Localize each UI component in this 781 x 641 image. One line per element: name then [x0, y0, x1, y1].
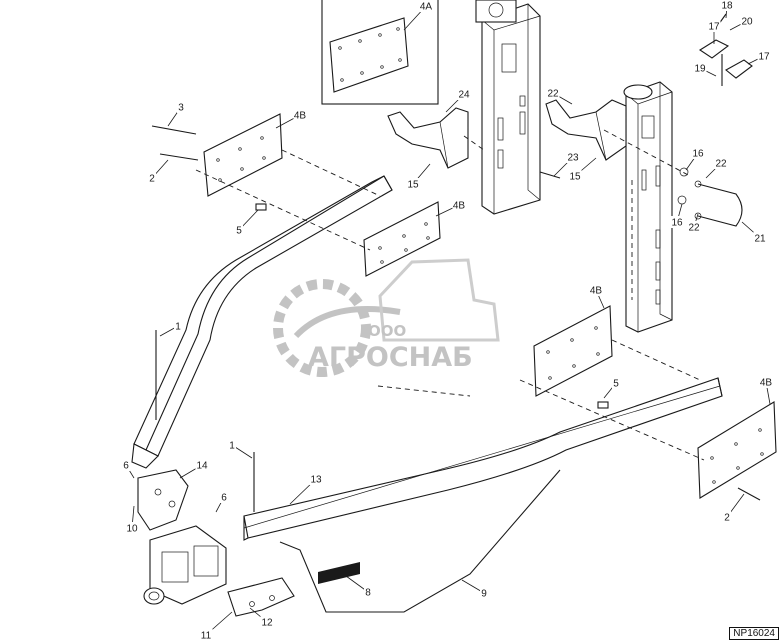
callout-5b: 5: [603, 377, 620, 399]
callout-2b: 2: [723, 493, 745, 524]
callout-label: 4B: [760, 378, 773, 389]
callout-17a: 17: [707, 20, 721, 44]
callout-4b-3: 4B: [589, 284, 605, 309]
callout-label: 5: [236, 226, 242, 237]
callout-label: 15: [569, 172, 581, 183]
callout-label: 18: [721, 1, 733, 12]
plate-4b-center: [533, 305, 613, 397]
callout-label: 17: [708, 22, 720, 33]
callout-6b: 6: [215, 491, 228, 513]
callout-label: 6: [123, 461, 129, 472]
callout-label: 24: [458, 90, 470, 101]
callout-label: 13: [310, 475, 322, 486]
callout-1a: 1: [159, 320, 182, 337]
callout-label: 19: [694, 64, 706, 75]
callout-label: 4B: [453, 201, 466, 212]
callout-1b: 1: [228, 439, 253, 459]
callout-label: 22: [547, 89, 559, 100]
callout-15a: 15: [406, 163, 431, 191]
plate-4b-right: [697, 401, 777, 499]
callout-label: 5: [613, 379, 619, 390]
callout-label: 22: [715, 159, 727, 170]
callout-9: 9: [461, 579, 488, 600]
cable-9: [279, 469, 561, 613]
callout-label: 4B: [294, 111, 307, 122]
callout-22b: 22: [705, 157, 728, 179]
watermark: ООО АГРОСНАБ: [273, 258, 500, 377]
callout-label: 2: [724, 513, 730, 524]
callout-11: 11: [199, 611, 233, 641]
hitch-assembly: [137, 469, 295, 617]
callout-label: 16: [671, 218, 683, 229]
u-bolt-21: [677, 167, 743, 227]
callout-13: 13: [289, 473, 323, 505]
callout-12: 12: [249, 607, 274, 629]
decal-8: [318, 562, 360, 584]
callout-3: 3: [167, 101, 185, 127]
callout-label: 16: [692, 149, 704, 160]
callout-10: 10: [125, 505, 139, 535]
callout-23: 23: [553, 151, 580, 177]
watermark-company: АГРОСНАБ: [308, 342, 473, 373]
callout-4b-1: 4B: [275, 109, 307, 129]
callout-8: 8: [345, 575, 372, 599]
callout-label: 9: [481, 589, 487, 600]
callout-label: 1: [229, 441, 235, 452]
callout-label: 17: [758, 52, 770, 63]
frame-beam-main: [243, 377, 723, 541]
callout-21: 21: [741, 221, 767, 245]
inset-box-4a: [321, 0, 439, 105]
callout-17b: 17: [747, 50, 771, 65]
callout-label: 15: [407, 180, 419, 191]
clamps-17: [698, 39, 753, 86]
callout-label: 22: [688, 223, 700, 234]
callout-22c: 22: [687, 213, 701, 234]
callout-19: 19: [693, 62, 717, 77]
callout-label: 14: [196, 461, 208, 472]
plate-4b-mid: [363, 201, 441, 277]
callout-label: 4A: [420, 2, 433, 13]
callout-label: 2: [149, 174, 155, 185]
callout-2a: 2: [148, 159, 169, 185]
callout-label: 8: [365, 588, 371, 599]
callout-4b-4: 4B: [759, 376, 773, 405]
callout-22a: 22: [546, 87, 573, 105]
alignment-dash-lines: [195, 129, 705, 461]
callout-label: 1: [175, 322, 181, 333]
callout-15b: 15: [568, 157, 597, 183]
callout-14: 14: [179, 459, 209, 479]
callout-label: 23: [567, 153, 579, 164]
callout-5a: 5: [235, 209, 259, 237]
mast-right: [623, 81, 673, 333]
callout-4a: 4A: [403, 0, 433, 31]
bolts: [151, 13, 761, 512]
callout-16a: 16: [685, 147, 705, 171]
callout-label: 4B: [590, 286, 603, 297]
mast-center: [475, 0, 541, 215]
callout-16b: 16: [670, 203, 684, 229]
callout-label: 12: [261, 618, 273, 629]
bracket-15-left: [387, 107, 469, 169]
watermark-prefix: ООО: [368, 322, 406, 340]
frame-beam-left: [131, 175, 393, 469]
drawing-code: NP16024: [729, 627, 779, 640]
callout-24: 24: [445, 88, 471, 113]
callout-label: 10: [126, 524, 138, 535]
callout-label: 21: [754, 234, 766, 245]
callout-18: 18: [720, 0, 734, 19]
callout-4b-2: 4B: [435, 199, 466, 217]
callout-20: 20: [729, 15, 754, 31]
plate-4b-upper-left: [203, 113, 283, 197]
callout-label: 6: [221, 493, 227, 504]
callout-6a: 6: [122, 459, 135, 479]
callout-label: 3: [178, 103, 184, 114]
bracket-15-right: [545, 99, 627, 161]
callout-label: 11: [201, 631, 212, 641]
callout-label: 20: [741, 17, 753, 28]
